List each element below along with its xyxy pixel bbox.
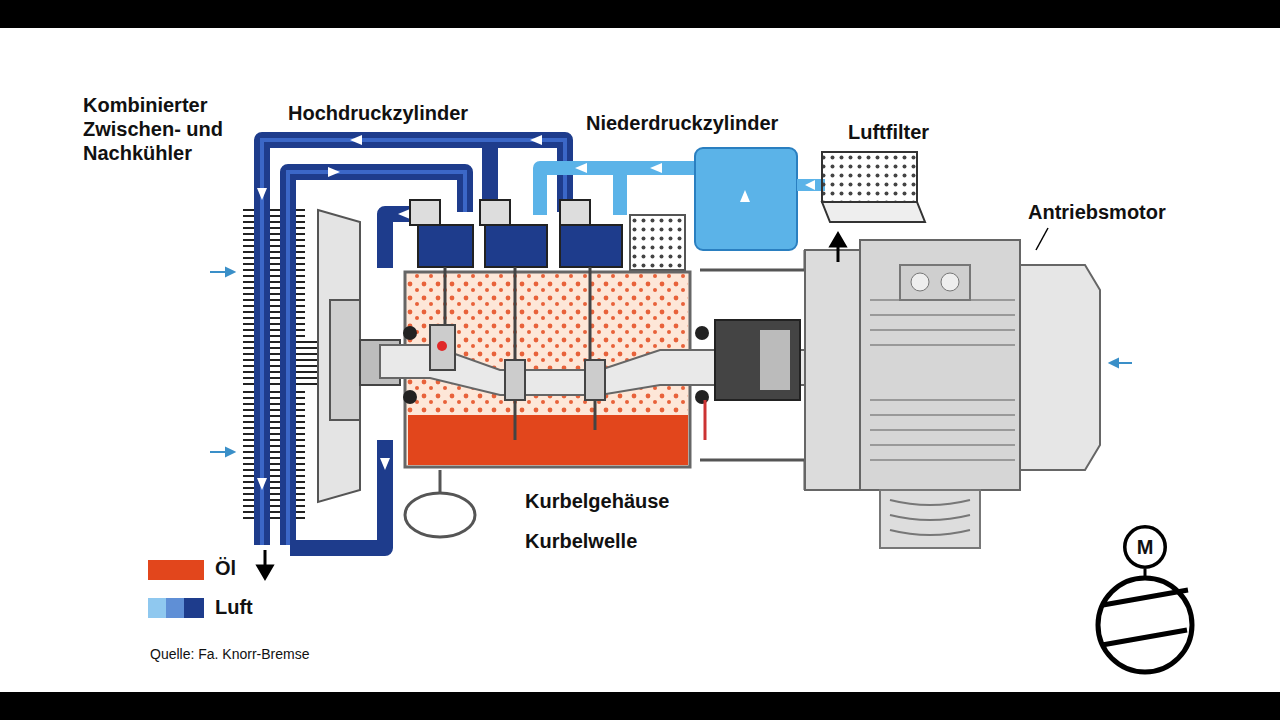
legend-text: Luft <box>215 595 253 619</box>
part-label: Antriebsmotor <box>1028 200 1166 224</box>
part-label: Quelle: Fa. Knorr-Bremse <box>150 646 310 663</box>
part-label: Kurbelwelle <box>525 529 637 553</box>
part-label: Kurbelgehäuse <box>525 489 669 513</box>
legend-swatch <box>184 598 204 618</box>
top-bar <box>0 0 1280 28</box>
legend-swatch <box>148 560 204 580</box>
part-label: Kombinierter Zwischen- und Nachkühler <box>83 93 261 165</box>
part-label: Niederdruckzylinder <box>586 111 778 135</box>
motor-circle: M <box>1123 525 1167 569</box>
part-label: Luftfilter <box>848 120 929 144</box>
bottom-bar <box>0 692 1280 720</box>
part-label: Hochdruckzylinder <box>288 101 468 125</box>
legend-text: Öl <box>215 556 236 580</box>
motor-letter: M <box>1123 525 1167 569</box>
